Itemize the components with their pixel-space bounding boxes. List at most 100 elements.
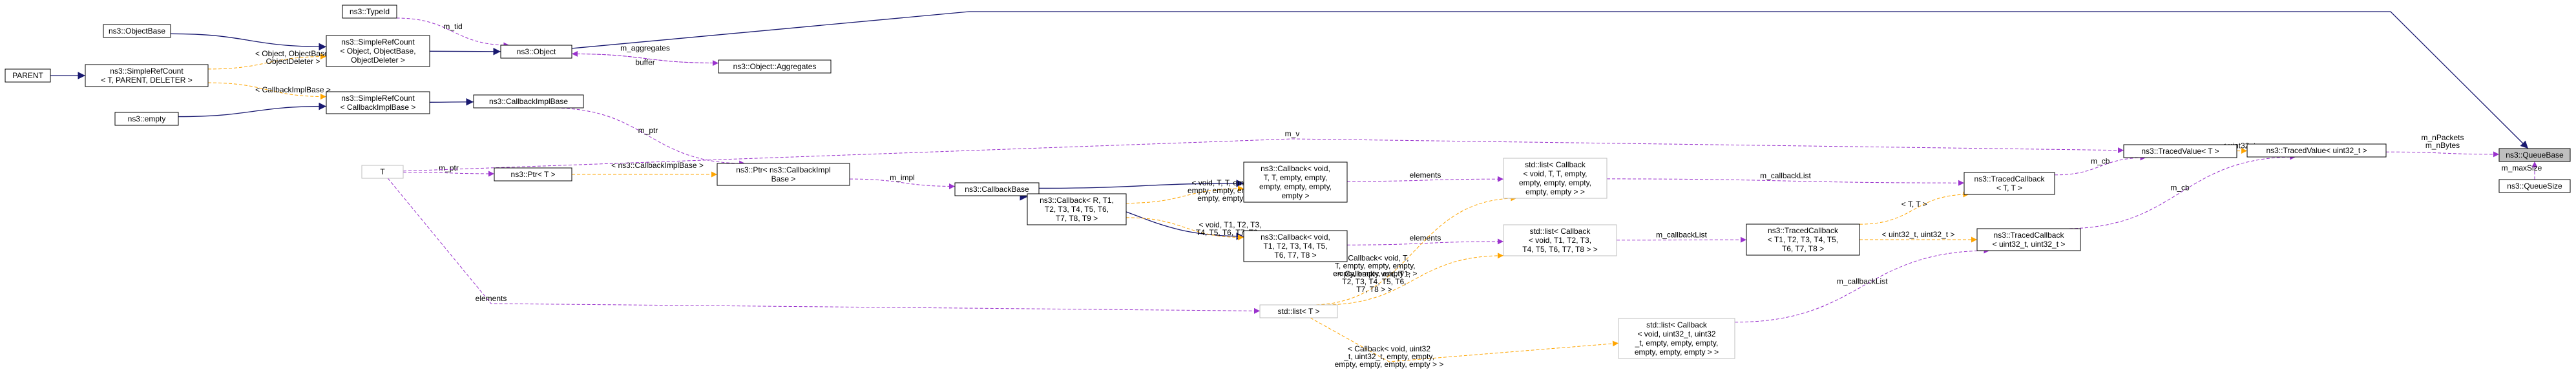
class-node-srcount-tpl[interactable]: ns3::SimpleRefCount< T, PARENT, DELETER … (85, 64, 209, 87)
node-label: ns3::SimpleRefCount (341, 37, 415, 47)
class-node-typeid[interactable]: ns3::TypeId (342, 5, 397, 19)
node-box (85, 64, 209, 87)
node-box (718, 59, 832, 74)
node-label: ns3::QueueBase (2506, 151, 2564, 160)
edge-label: m_aggregates (620, 44, 670, 53)
class-node-list-cb-u32[interactable]: std::list< Callback< void, uint32_t, uin… (1618, 318, 1735, 359)
edge-typeid-to-object: m_tid (396, 17, 510, 48)
node-label: < void, T1, T2, T3, (1529, 236, 1591, 245)
edge-objectbase-to-srcount_object (170, 33, 327, 51)
class-node-callback-void-T[interactable]: ns3::Callback< void,T, T, empty, empty,e… (1243, 161, 1348, 203)
node-label: T4, T5, T6, T7, T8 > > (1522, 245, 1598, 254)
class-node-callback-tpl[interactable]: ns3::Callback< R, T1,T2, T3, T4, T5, T6,… (1027, 193, 1127, 225)
inheritance-arrow (429, 98, 474, 106)
node-box (473, 94, 584, 109)
edge-label: < uint32_t, uint32_t > (1882, 230, 1955, 239)
node-label: empty, empty, empty > > (1635, 348, 1719, 357)
edge-label: elements (1410, 171, 1441, 180)
node-label: ns3::TypeId (350, 7, 390, 16)
edge-label: m_impl (890, 173, 915, 182)
nodes-layer: ns3::TypeIdns3::ObjectBasens3::SimpleRef… (5, 5, 2571, 359)
node-label: ns3::TracedCallback (1974, 174, 2046, 183)
class-node-srcount-object[interactable]: ns3::SimpleRefCount< Object, ObjectBase,… (326, 35, 430, 67)
node-box (500, 45, 572, 59)
edge-list_T-to-list_cb_T8: < Callback< void, T1,T2, T3, T4, T5, T6,… (1322, 253, 1504, 306)
edge-label: m_nPackets (2421, 133, 2464, 142)
node-label: T2, T3, T4, T5, T6, (1045, 205, 1109, 214)
node-label: ns3::Callback< R, T1, (1040, 196, 1114, 205)
class-node-list-cb-T8[interactable]: std::list< Callback< void, T1, T2, T3,T4… (1503, 224, 1617, 256)
node-label: _t, empty, empty, empty, (1635, 338, 1719, 348)
node-box (1243, 161, 1348, 203)
node-label: ns3::Callback< void, (1261, 164, 1330, 173)
edge-label: m_ptr (638, 126, 658, 135)
node-box (1259, 304, 1338, 318)
class-node-list-cb-TT[interactable]: std::list< Callback< void, T, T, empty,e… (1503, 158, 1607, 199)
class-node-tracedcb-TT[interactable]: ns3::TracedCallback< T, T > (1963, 172, 2055, 195)
node-label: ns3::Object::Aggregates (733, 62, 817, 71)
usage-arrow (387, 178, 1261, 314)
class-node-queuebase[interactable]: ns3::QueueBase (2498, 148, 2571, 162)
class-node-parent[interactable]: PARENT (5, 68, 51, 83)
node-box (2246, 143, 2387, 158)
class-node-ptr-cbimpl[interactable]: ns3::Ptr< ns3::CallbackImplBase > (717, 163, 850, 186)
edge-label: buffer (635, 58, 654, 67)
template-arrow (1126, 185, 1244, 204)
edge-ptr_cbimpl-to-callbackbase: m_impl (849, 173, 956, 189)
node-label: < void, T, T, empty, (1523, 169, 1587, 178)
edge-list_cb_T8-to-tracedcb_T8: m_callbackList (1616, 231, 1747, 243)
edge-label: empty, empty, empty > > (1333, 269, 1417, 278)
edge-label: < ns3::CallbackImplBase > (611, 161, 704, 170)
class-node-tracedcb-T8[interactable]: ns3::TracedCallback< T1, T2, T3, T4, T5,… (1746, 223, 1860, 256)
node-label: ns3::CallbackBase (965, 185, 1029, 194)
template-arrow (1126, 217, 1244, 241)
class-node-object[interactable]: ns3::Object (500, 45, 572, 59)
node-box (1503, 224, 1617, 256)
edge-label: < Object, ObjectBase, (255, 49, 331, 58)
node-box (954, 182, 1040, 196)
edge-label: m_v (1285, 129, 1300, 138)
node-label: < Object, ObjectBase, (340, 47, 415, 56)
class-node-queuesize[interactable]: ns3::QueueSize (2498, 179, 2571, 193)
usage-arrow (2054, 154, 2146, 176)
class-node-cbimplbase[interactable]: ns3::CallbackImplBase (473, 94, 584, 109)
node-label: ns3::TracedValue< T > (2141, 147, 2219, 156)
edge-label: ObjectDeleter > (266, 57, 320, 66)
node-box (494, 167, 572, 182)
node-box (1243, 230, 1348, 262)
class-node-tracedvalue-T[interactable]: ns3::TracedValue< T > (2123, 144, 2237, 158)
template-arrow (1859, 191, 1969, 225)
class-node-ptr-T[interactable]: ns3::Ptr< T > (494, 167, 572, 182)
edge-label: m_maxSize (2502, 163, 2542, 172)
node-box (342, 5, 397, 19)
usage-arrow (1734, 247, 1990, 323)
edge-tracedcb_TT-to-tracedvalue_T: m_cb (2054, 154, 2146, 176)
usage-arrow (571, 50, 719, 64)
node-box (1503, 158, 1607, 199)
usage-arrow (396, 17, 510, 48)
class-node-tracedcb-u32[interactable]: ns3::TracedCallback< uint32_t, uint32_t … (1976, 228, 2081, 251)
class-node-aggregates[interactable]: ns3::Object::Aggregates (718, 59, 832, 74)
node-box (103, 24, 171, 38)
class-node-tracedvalue-u32[interactable]: ns3::TracedValue< uint32_t > (2246, 143, 2387, 158)
class-node-callback-void-T8[interactable]: ns3::Callback< void,T1, T2, T3, T4, T5,T… (1243, 230, 1348, 262)
node-box (1976, 228, 2081, 251)
edge-label: elements (1410, 234, 1441, 243)
edge-callback_void_T-to-list_cb_TT: elements (1346, 171, 1504, 182)
class-node-srcount-cb[interactable]: ns3::SimpleRefCount< CallbackImplBase > (326, 91, 430, 114)
node-label: Base > (771, 174, 796, 183)
edge-label: < Callback< void, T1, (1338, 269, 1411, 278)
class-node-list-T[interactable]: std::list< T > (1259, 304, 1338, 318)
node-label: empty, empty, empty, (1519, 178, 1591, 187)
class-node-objectbase[interactable]: ns3::ObjectBase (103, 24, 171, 38)
class-node-empty[interactable]: ns3::empty (114, 112, 179, 126)
edge-label: m_callbackList (1837, 276, 1888, 286)
class-node-callbackbase[interactable]: ns3::CallbackBase (954, 182, 1040, 196)
node-label: ns3::Object (517, 47, 556, 56)
node-box (2498, 148, 2571, 162)
edge-cbimplbase-to-ptr_cbimpl: m_ptr (550, 107, 746, 167)
class-node-T[interactable]: T (361, 165, 404, 179)
node-label: < void, uint32_t, uint32 (1637, 329, 1715, 338)
edge-label: m_ptr (439, 163, 459, 172)
